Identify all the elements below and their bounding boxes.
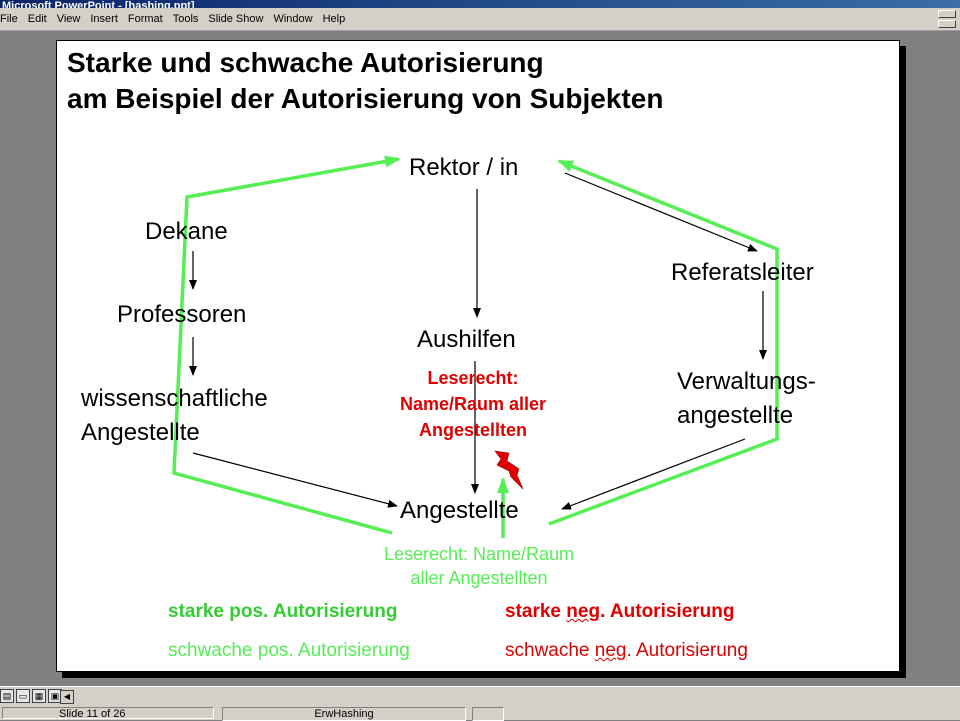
window-titlebar: Microsoft PowerPoint - [hashing.ppt] (0, 0, 960, 8)
arrow-wiss-angestellte (192, 452, 398, 508)
green-path-left (172, 155, 401, 535)
node-referatsleiter: Referatsleiter (671, 259, 814, 286)
status-slide-number: Slide 11 of 26 (2, 707, 214, 719)
legend-weak-neg-part-1: schwache (505, 640, 595, 661)
node-wiss-line-2: Angestellte (81, 419, 200, 446)
legend-weak-neg-part-2: neg (594, 640, 627, 661)
horizontal-scrollbar[interactable]: ▤ ▭ ▦ ▣ ◀ (0, 686, 960, 707)
green-note-line-1: Leserecht: Name/Raum (383, 544, 575, 564)
restore-button[interactable] (938, 10, 956, 18)
window-title: Microsoft PowerPoint - [hashing.ppt] (2, 0, 195, 9)
green-note-line-2: aller Angestellten (410, 568, 548, 588)
lightning-icon (494, 450, 524, 490)
menu-help[interactable]: Help (322, 13, 346, 25)
menu-bar: File Edit View Insert Format Tools Slide… (0, 8, 960, 31)
red-note-line-1: Leserecht: (427, 368, 519, 388)
menu-file[interactable]: File (0, 13, 18, 25)
green-path-right (548, 159, 779, 526)
menu-format[interactable]: Format (127, 13, 163, 25)
legend-weak-pos: schwache pos. Autorisierung (168, 640, 410, 661)
menu-edit[interactable]: Edit (27, 13, 47, 25)
node-angestellte: Angestellte (400, 497, 519, 524)
slide-title: Starke und schwache Autorisierung am Bei… (67, 45, 663, 117)
normal-view-icon[interactable]: ▤ (0, 689, 14, 703)
legend-strong-neg: starke neg. Autorisierung (505, 601, 734, 623)
menu-slide-show[interactable]: Slide Show (208, 13, 264, 25)
arrow-verwaltung-angestellte (561, 438, 746, 510)
legend-weak-neg-part-3: . Autorisierung (626, 640, 748, 661)
arrow-rektor-referatsleiter (564, 172, 758, 252)
close-button[interactable] (938, 20, 956, 28)
status-design-name: ErwHashing (222, 707, 466, 721)
status-spelling-panel (472, 707, 504, 721)
green-read-right-note: Leserecht: Name/Raum aller Angestellten (339, 542, 619, 590)
node-professoren: Professoren (117, 301, 247, 328)
slide-canvas[interactable]: Starke und schwache Autorisierung am Bei… (56, 40, 900, 672)
view-buttons: ▤ ▭ ▦ ▣ (0, 689, 62, 703)
legend-strong-neg-part-2: neg (566, 601, 601, 622)
node-verw-line-2: angestellte (677, 402, 794, 429)
scroll-left-arrow-icon[interactable]: ◀ (60, 690, 74, 704)
node-aushilfen: Aushilfen (417, 326, 516, 353)
menu-tools[interactable]: Tools (172, 13, 199, 25)
menu-insert[interactable]: Insert (90, 13, 118, 25)
menu-window[interactable]: Window (273, 13, 313, 25)
slide-sorter-icon[interactable]: ▦ (32, 689, 46, 703)
red-note-line-3: Angestellten (418, 420, 528, 440)
node-rektor: Rektor / in (409, 154, 519, 181)
menu-view[interactable]: View (56, 13, 81, 25)
slide-title-line-1: Starke und schwache Autorisierung (67, 47, 544, 78)
authorization-diagram (172, 155, 779, 538)
red-note-line-2: Name/Raum aller (399, 394, 547, 414)
node-verw-line-1: Verwaltungs- (677, 368, 816, 395)
node-dekane: Dekane (145, 218, 228, 245)
outline-view-icon[interactable]: ▭ (16, 689, 30, 703)
legend-strong-pos: starke pos. Autorisierung (168, 601, 398, 622)
window-controls (938, 10, 956, 28)
node-wiss-line-1: wissenschaftliche (81, 385, 268, 412)
legend-strong-neg-part-1: starke (505, 601, 567, 622)
red-read-right-note: Leserecht: Name/Raum aller Angestellten (343, 365, 603, 443)
status-bar: Slide 11 of 26 ErwHashing (0, 706, 960, 721)
legend-weak-neg: schwache neg. Autorisierung (505, 640, 748, 662)
legend-strong-neg-part-3: . Autorisierung (600, 601, 735, 622)
slide-title-line-2: am Beispiel der Autorisierung von Subjek… (67, 83, 664, 114)
